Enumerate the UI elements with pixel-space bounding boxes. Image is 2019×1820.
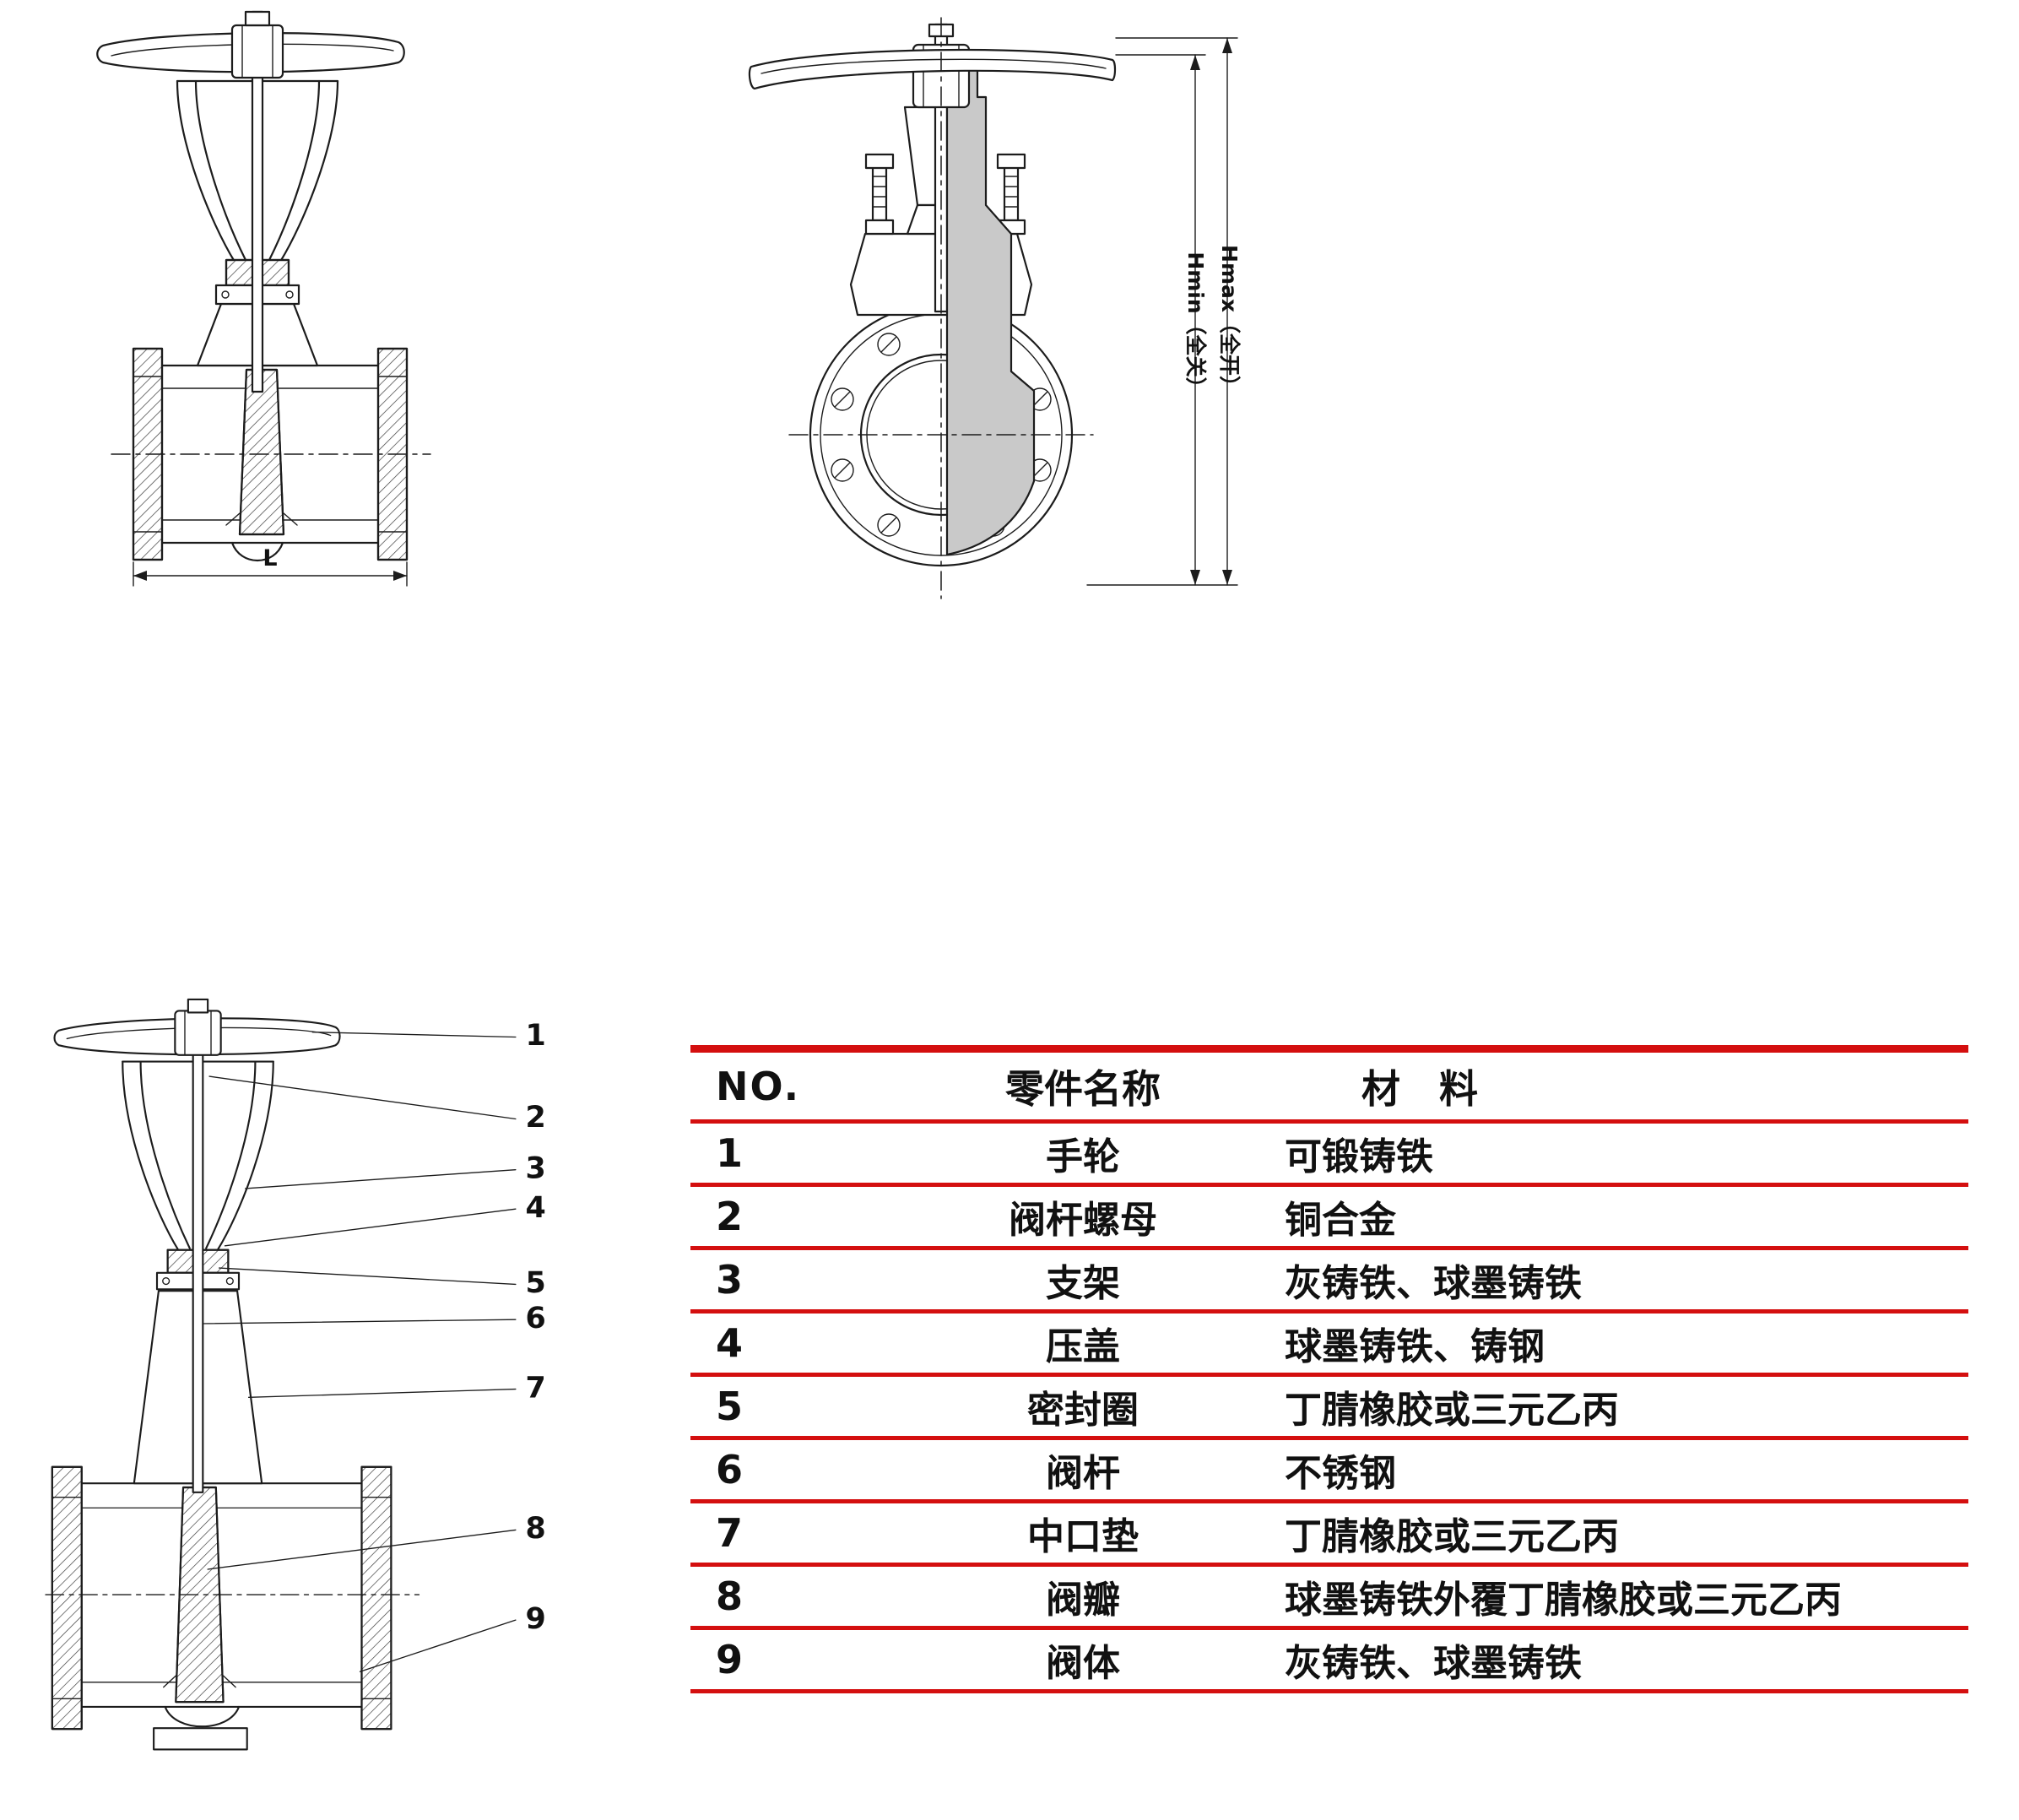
part-name: 阀瓣 (1046, 1579, 1120, 1622)
part-material: 丁腈橡胶或三元乙丙 (1285, 1515, 1619, 1558)
table-row: 5 密封圈 丁腈橡胶或三元乙丙 (690, 1377, 1968, 1440)
callout-7: 7 (525, 1371, 545, 1405)
part-material: 铜合金 (1285, 1199, 1396, 1242)
part-material: 可锻铸铁 (1285, 1135, 1433, 1178)
dim-L-label: L (263, 545, 277, 571)
dim-Hmax-label: Hmax（全开） (1217, 245, 1242, 397)
header-no: NO. (716, 1063, 801, 1109)
dimension-Hmin-Hmax (1086, 37, 1238, 586)
part-number: 7 (716, 1510, 745, 1556)
part-number: 4 (716, 1320, 745, 1366)
callout-1: 1 (525, 1019, 545, 1053)
part-name: 阀体 (1046, 1642, 1120, 1685)
callout-4: 4 (525, 1191, 545, 1225)
part-name: 中口垫 (1027, 1515, 1139, 1558)
part-number: 6 (716, 1447, 745, 1492)
part-number: 2 (716, 1194, 745, 1239)
callout-5: 5 (525, 1266, 545, 1300)
handwheel (748, 43, 1117, 109)
part-name: 阀杆螺母 (1009, 1199, 1157, 1242)
bonnet-bolts (864, 153, 1026, 236)
stem-nut (244, 10, 271, 27)
part-number: 8 (716, 1574, 745, 1619)
part-material: 球墨铸铁外覆丁腈橡胶或三元乙丙 (1285, 1579, 1842, 1622)
dimension-L (133, 561, 408, 587)
part-name: 支架 (1046, 1262, 1120, 1305)
stem (192, 999, 204, 1493)
part-number: 3 (716, 1257, 745, 1303)
section-cutaway (945, 60, 1036, 556)
table-row: 1 手轮 可锻铸铁 (690, 1124, 1968, 1187)
part-material: 不锈钢 (1285, 1452, 1396, 1495)
callout-6: 6 (525, 1302, 545, 1335)
part-name: 手轮 (1046, 1135, 1120, 1178)
part-number: 9 (716, 1637, 745, 1682)
handwheel (96, 10, 405, 79)
table-row: 9 阀体 灰铸铁、球墨铸铁 (690, 1630, 1968, 1693)
part-material: 丁腈橡胶或三元乙丙 (1285, 1389, 1619, 1432)
callout-9: 9 (525, 1602, 545, 1636)
callout-8: 8 (525, 1512, 545, 1546)
header-material: 材 料 (1361, 1065, 1478, 1112)
table-row: 2 阀杆螺母 铜合金 (690, 1187, 1968, 1250)
table-row: 6 阀杆 不锈钢 (690, 1440, 1968, 1503)
gate-wedge (163, 1486, 236, 1704)
valve-side-section-drawing: L (96, 10, 431, 587)
stem-nut (187, 998, 209, 1014)
part-number: 5 (716, 1384, 745, 1429)
handwheel (53, 998, 341, 1056)
parts-table-header: NO. 零件名称 材 料 (690, 1053, 1968, 1124)
part-material: 球墨铸铁、铸钢 (1285, 1325, 1545, 1368)
pipe-flanges (51, 1465, 392, 1731)
table-row: 4 压盖 球墨铸铁、铸钢 (690, 1314, 1968, 1377)
table-row: 3 支架 灰铸铁、球墨铸铁 (690, 1250, 1968, 1314)
valve-front-view-drawing: Hmin（全关） Hmax（全开） (748, 17, 1242, 599)
gate-wedge (225, 368, 298, 536)
part-name: 密封圈 (1027, 1389, 1139, 1432)
callout-leader-lines (202, 1032, 517, 1672)
callout-numbers: 1 2 3 4 5 6 7 8 9 (525, 1019, 545, 1636)
valve-body (80, 1482, 363, 1751)
callout-2: 2 (525, 1101, 545, 1135)
table-row: 8 阀瓣 球墨铸铁外覆丁腈橡胶或三元乙丙 (690, 1567, 1968, 1630)
header-name: 零件名称 (1005, 1065, 1161, 1112)
valve-callout-drawing: 1 2 3 4 5 6 7 8 9 (45, 998, 546, 1751)
parts-table: NO. 零件名称 材 料 1 手轮 可锻铸铁 2 阀杆螺母 铜合金 3 支架 灰… (690, 1045, 1968, 1693)
table-row: 7 中口垫 丁腈橡胶或三元乙丙 (690, 1503, 1968, 1567)
part-name: 阀杆 (1046, 1452, 1120, 1495)
callout-3: 3 (525, 1151, 545, 1185)
part-name: 压盖 (1046, 1325, 1120, 1368)
part-number: 1 (716, 1130, 745, 1176)
dim-Hmin-label: Hmin（全关） (1183, 252, 1208, 398)
part-material: 灰铸铁、球墨铸铁 (1285, 1642, 1582, 1685)
part-material: 灰铸铁、球墨铸铁 (1285, 1262, 1582, 1305)
